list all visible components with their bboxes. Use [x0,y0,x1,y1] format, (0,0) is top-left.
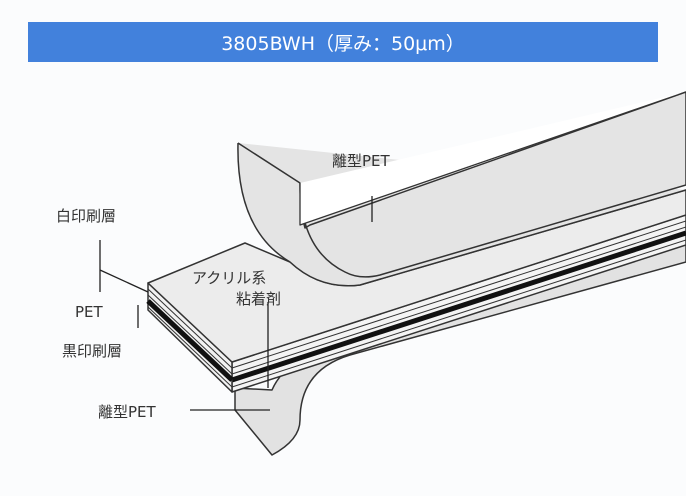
title-banner: 3805BWH（厚み：50μm） [28,22,658,62]
label-release-pet-bottom: 離型PET [98,403,156,421]
label-acrylic-adhesive-line1: アクリル系 [192,269,267,287]
label-black-print-layer: 黒印刷層 [62,342,123,360]
label-pet: PET [75,303,103,321]
label-acrylic-adhesive-line2: 粘着剤 [236,290,282,308]
label-white-print-layer: 白印刷層 [56,207,117,225]
label-release-pet-top: 離型PET [332,152,390,170]
